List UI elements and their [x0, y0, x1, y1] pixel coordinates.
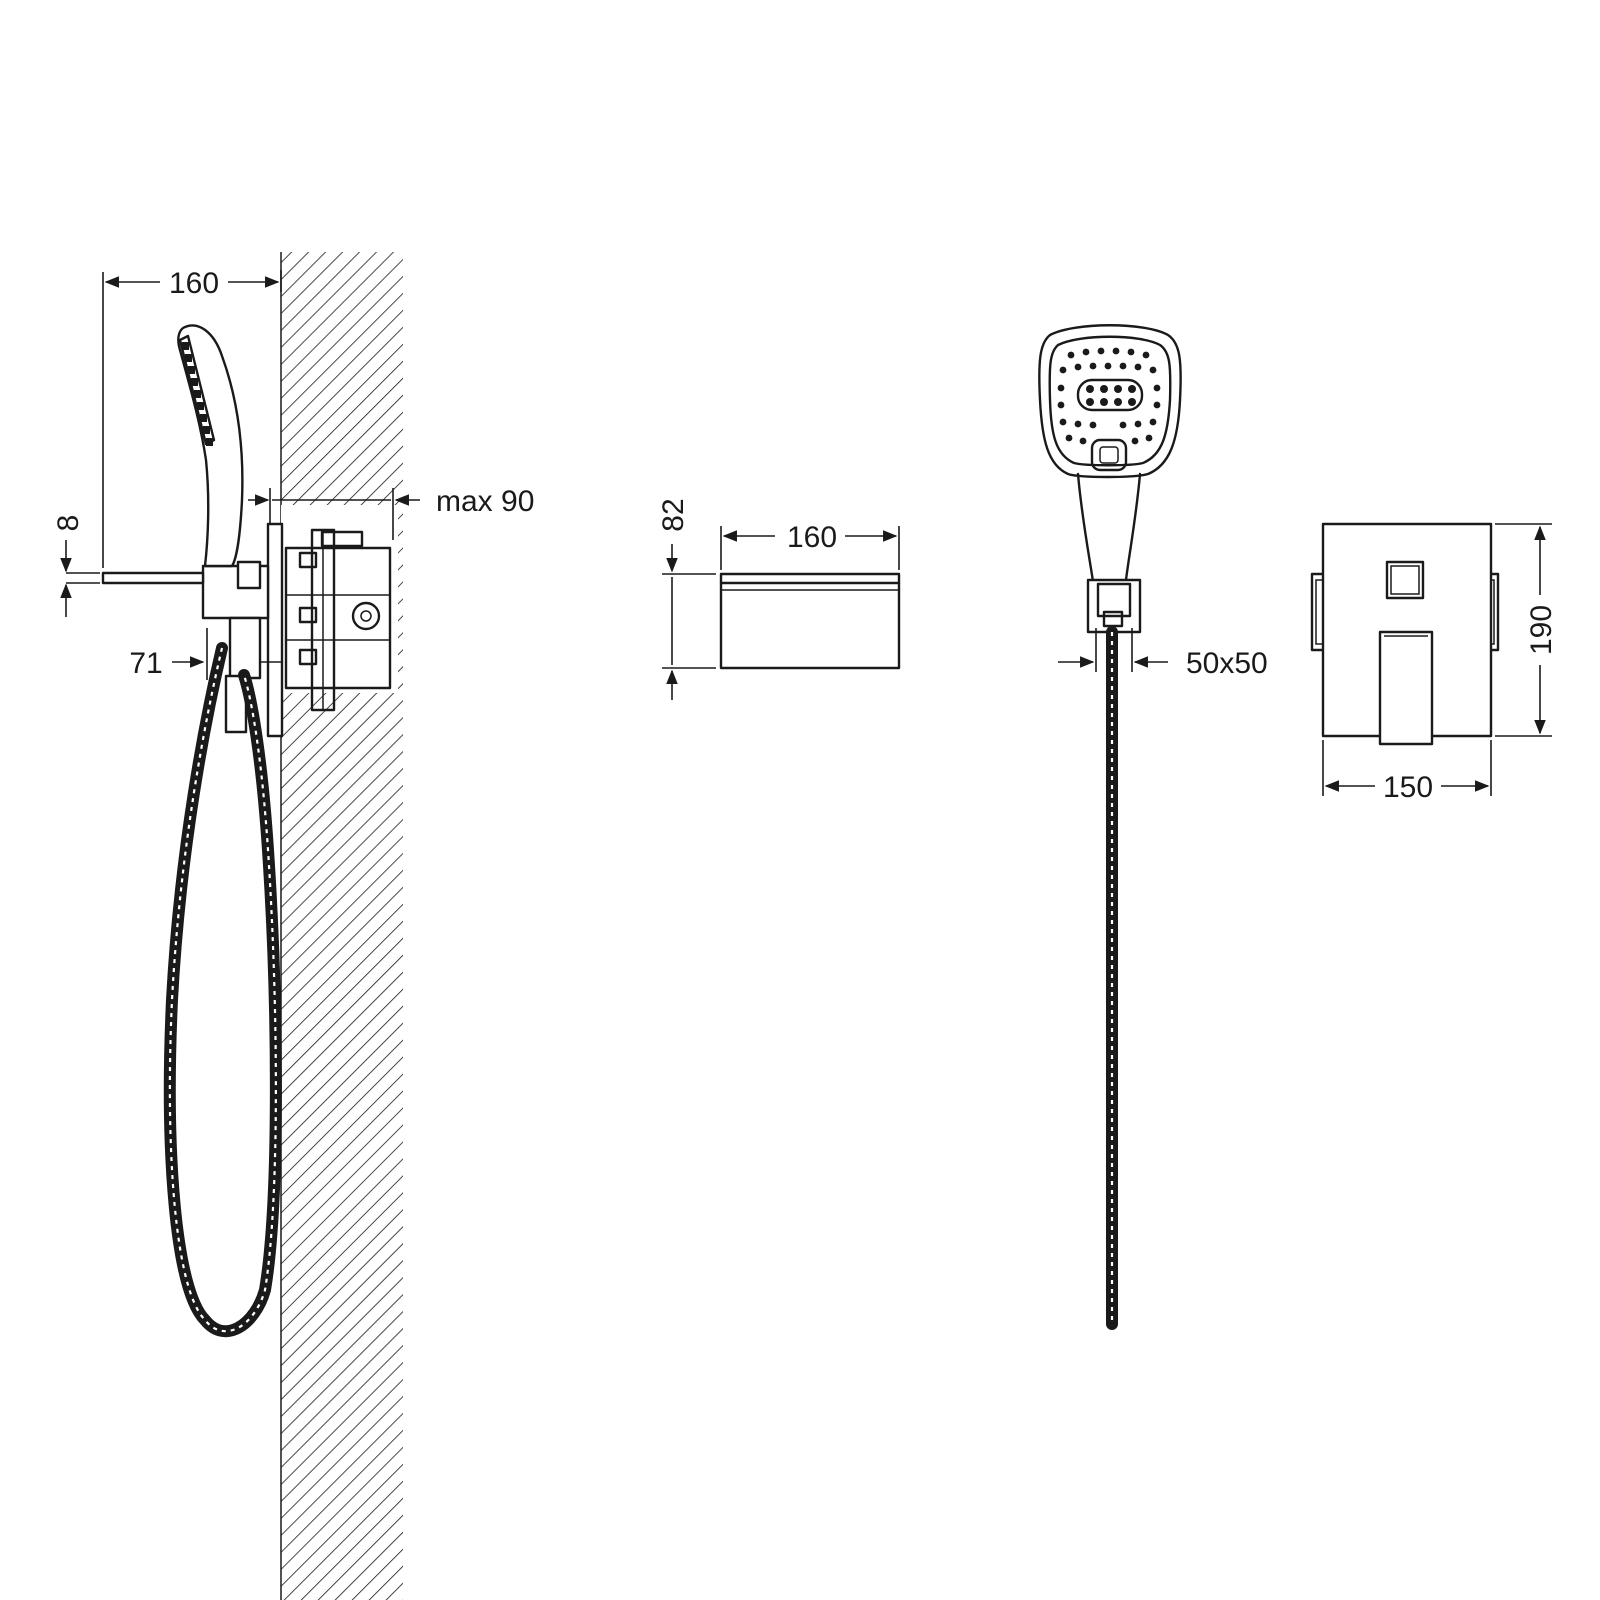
dim-label-side-width: 160: [169, 267, 219, 300]
valve-knob-icon: [351, 601, 381, 631]
spout-front-view: 160 82: [657, 498, 901, 700]
lever-front: [1378, 630, 1434, 746]
hose-side: [163, 642, 282, 1338]
dim-label-plate-width: 150: [1383, 771, 1433, 804]
wall-bracket: [1086, 578, 1142, 634]
mode-button-icon: [1090, 438, 1128, 472]
dim-plate-height: 190: [1495, 523, 1558, 737]
dim-spout-width: 160: [720, 521, 900, 570]
hand-shower-side: [177, 324, 244, 568]
dim-max-depth: max 90: [248, 485, 534, 540]
wall-section: [280, 252, 403, 1600]
dim-label-bracket-size: 50x50: [1186, 647, 1268, 680]
dim-bracket-size: 50x50: [1058, 628, 1268, 680]
cover-plate-front-view: 190 150: [1310, 522, 1558, 804]
dim-spout-height: 82: [657, 498, 716, 700]
spray-nozzles-side: [182, 342, 213, 446]
valve-box: [284, 528, 392, 712]
dim-label-max-depth: max 90: [436, 485, 534, 518]
dim-side-width: 160: [102, 267, 282, 568]
dim-label-side-spout: 71: [129, 647, 162, 680]
dim-plate-width: 150: [1322, 740, 1492, 804]
mixer-side: [101, 560, 270, 734]
diverter-button-icon: [1385, 560, 1425, 600]
side-view: 160 8 max 90 71: [52, 252, 534, 1600]
spray-nozzles-front: [1057, 347, 1161, 445]
dim-label-spout-height: 82: [657, 498, 690, 531]
cover-plate-side: [266, 522, 284, 738]
dim-label-spout-width: 160: [787, 521, 837, 554]
hand-shower-front-view: 50x50: [1038, 324, 1268, 1330]
dim-label-side-height: 8: [52, 515, 85, 532]
lever-handle: [101, 571, 205, 585]
dim-side-height: 8: [52, 515, 100, 617]
dim-side-spout: 71: [129, 628, 282, 680]
dim-label-plate-height: 190: [1525, 605, 1558, 655]
shower-head: [1038, 324, 1182, 479]
